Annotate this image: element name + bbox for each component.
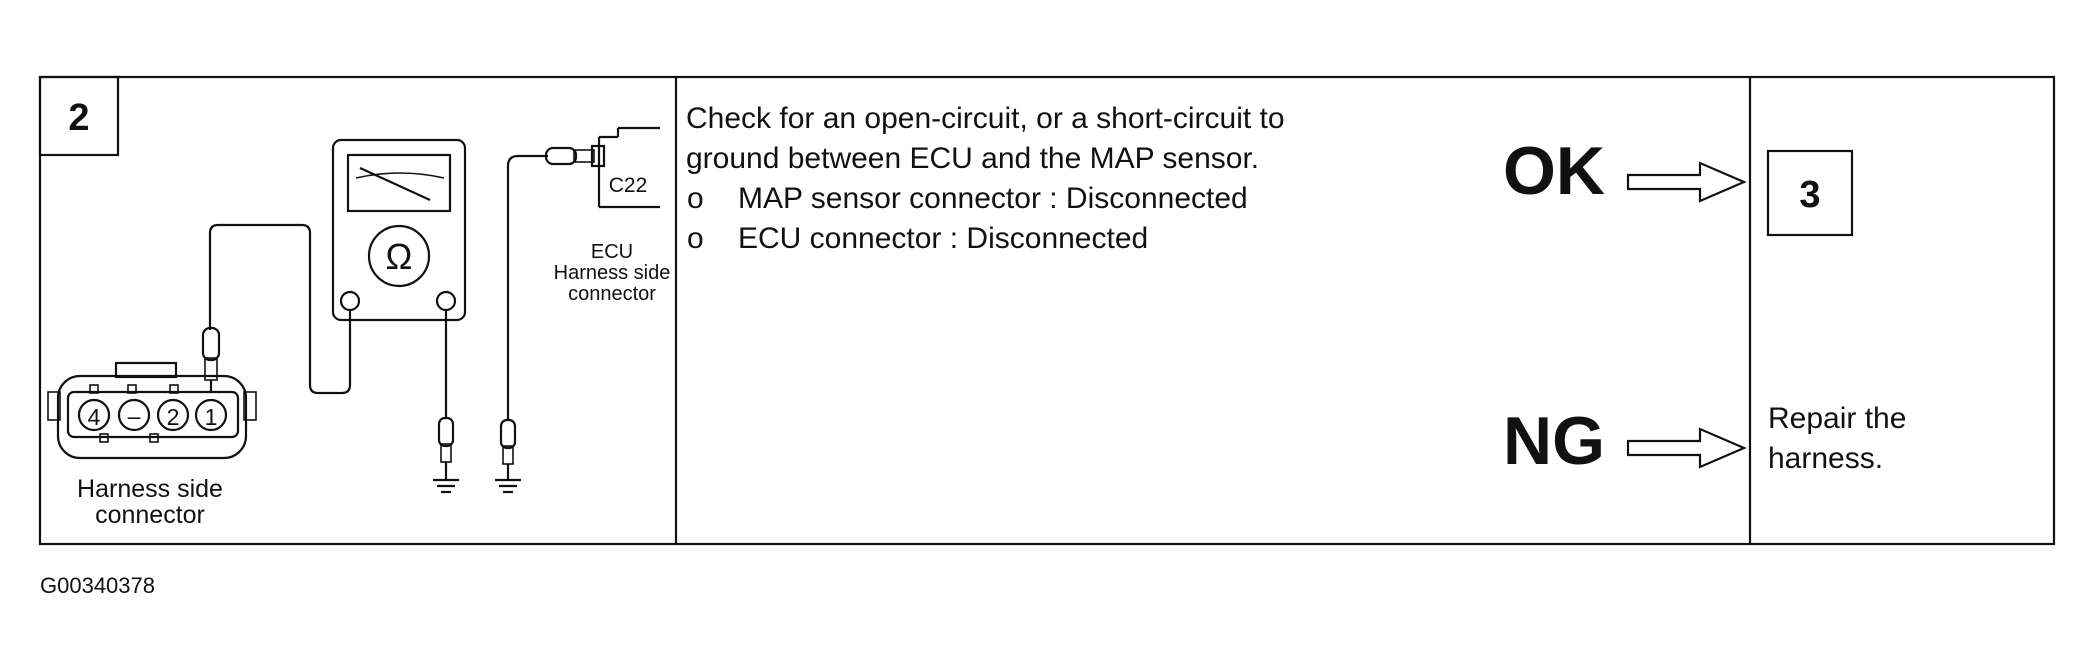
ohmmeter: Ω: [331, 138, 467, 322]
ecu-connector-code: C22: [609, 174, 648, 197]
step-number-box: 2: [38, 75, 120, 157]
ecu-label-line2: Harness side: [554, 262, 671, 284]
ecu-label-line1: ECU: [591, 241, 633, 263]
ok-label: OK: [1503, 133, 1605, 209]
bullet-marker-1: o: [687, 182, 704, 215]
harness-side-connector: 4 – 2 1 Harness side connector: [47, 361, 257, 529]
bullet-text-2: ECU connector : Disconnected: [738, 222, 1148, 255]
ng-label: NG: [1503, 403, 1605, 479]
harness-label-line1: Harness side: [77, 475, 223, 503]
ecu-connector: C22: [544, 126, 660, 209]
ground-probe-ecu: [495, 154, 548, 494]
meter-lead-to-harness: [208, 223, 352, 395]
figure-id: G00340378: [40, 573, 155, 598]
next-step-number: 3: [1799, 174, 1820, 216]
step-table-frame: [38, 75, 2056, 546]
meter-needle: [359, 166, 431, 202]
bullet-text-1: MAP sensor connector : Disconnected: [738, 182, 1248, 215]
pin-label-unused: –: [128, 403, 141, 429]
instruction-line2: ground between ECU and the MAP sensor.: [686, 142, 1259, 175]
pin-label-4: 4: [88, 404, 101, 430]
harness-probe: [201, 326, 221, 392]
next-step-box: 3: [1766, 149, 1854, 237]
ground-probe-meter: [433, 310, 459, 494]
ohm-symbol: Ω: [386, 236, 413, 277]
ecu-label-line3: connector: [568, 283, 656, 305]
pin-label-2: 2: [167, 404, 180, 430]
harness-label-line2: connector: [95, 501, 205, 529]
pin-label-1: 1: [205, 404, 218, 430]
meter-terminal-left: [339, 290, 361, 312]
meter-terminal-right: [435, 290, 457, 312]
ohm-dial: [367, 224, 431, 288]
instruction-line1: Check for an open-circuit, or a short-ci…: [686, 102, 1285, 135]
step-number: 2: [68, 97, 89, 139]
ng-action-line2: harness.: [1768, 442, 1883, 475]
ok-arrow-icon: [1626, 161, 1747, 203]
ng-action-line1: Repair the: [1768, 402, 1906, 435]
bullet-marker-2: o: [687, 222, 704, 255]
ng-arrow-icon: [1626, 427, 1747, 469]
